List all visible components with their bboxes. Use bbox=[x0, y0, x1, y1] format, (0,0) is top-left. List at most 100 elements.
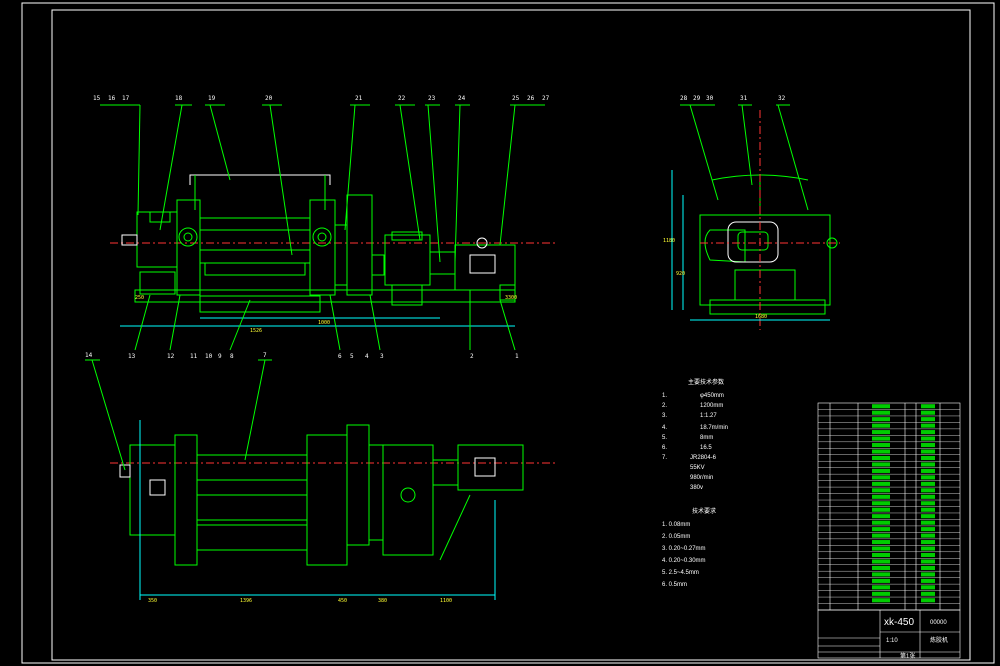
parts-name-cell bbox=[872, 417, 890, 422]
dim-label: 380 bbox=[378, 598, 387, 604]
callout-label: 6 bbox=[338, 353, 342, 360]
dim-label: 250 bbox=[135, 295, 144, 301]
reducer bbox=[384, 234, 431, 286]
requirement-item: 6. 0.5mm bbox=[662, 582, 687, 588]
callout-label: 10 bbox=[205, 353, 213, 360]
parts-material-cell bbox=[921, 591, 935, 596]
plan-left-motor bbox=[129, 444, 176, 536]
parts-name-cell bbox=[872, 462, 890, 467]
callout-label: 9 bbox=[218, 353, 222, 360]
callout-label: 23 bbox=[428, 95, 436, 102]
parts-material-cell bbox=[921, 417, 935, 422]
callout-label: 15 bbox=[93, 95, 101, 102]
parts-material-cell bbox=[921, 436, 935, 441]
parts-name-cell bbox=[872, 404, 890, 409]
parts-material-cell bbox=[921, 488, 935, 493]
spec-title: 主要技术参数 bbox=[688, 378, 724, 386]
callout-label: 29 bbox=[693, 95, 701, 102]
side-roll-bore bbox=[737, 231, 769, 251]
parts-name-cell bbox=[872, 455, 890, 461]
parts-name-cell bbox=[872, 546, 890, 551]
left-shaft-end bbox=[121, 234, 138, 246]
right-bearing-inner bbox=[317, 232, 327, 242]
side-lower-block bbox=[734, 269, 796, 301]
parts-material-cell bbox=[921, 404, 935, 409]
coupling bbox=[334, 224, 348, 286]
side-labels: 28 29 30 31 32 1180 920 1680 bbox=[663, 95, 786, 320]
base-plate bbox=[199, 295, 321, 313]
callout-label: 32 bbox=[778, 95, 786, 102]
parts-material-cell bbox=[921, 540, 935, 545]
parts-material-cell bbox=[921, 410, 935, 415]
plan-left-stand bbox=[174, 434, 198, 566]
parts-name-cell bbox=[872, 468, 890, 473]
parts-name-cell bbox=[872, 520, 890, 525]
callout-label: 25 bbox=[512, 95, 520, 102]
spec-key: 2. bbox=[662, 403, 667, 409]
parts-material-cell bbox=[921, 494, 935, 499]
plan-left-shaft bbox=[119, 464, 131, 478]
callout-label: 17 bbox=[122, 95, 130, 102]
plan-link bbox=[368, 444, 384, 541]
motor-lift-eye bbox=[476, 237, 488, 249]
drawing-scale: 1:10 bbox=[886, 638, 898, 644]
parts-name-cell bbox=[872, 443, 890, 448]
tray bbox=[204, 262, 306, 276]
callout-label: 26 bbox=[527, 95, 535, 102]
right-bearing bbox=[312, 227, 332, 247]
parts-material-cell bbox=[921, 520, 935, 525]
spec-list: 1.φ450mm 2.1200mm 3.1:1.27 4.18.7m/min 5… bbox=[662, 393, 728, 491]
requirement-item: 4. 0.20~0.30mm bbox=[662, 558, 706, 564]
spec-value: 1200mm bbox=[700, 403, 723, 409]
parts-material-cell bbox=[921, 462, 935, 467]
left-pedestal bbox=[139, 271, 176, 295]
outer-frame bbox=[21, 2, 995, 664]
parts-name-cell bbox=[872, 598, 890, 603]
callout-label: 3 bbox=[380, 353, 384, 360]
parts-name-cell bbox=[872, 430, 890, 435]
spec-value: 1:1.27 bbox=[700, 413, 717, 419]
callout-label: 24 bbox=[458, 95, 466, 102]
parts-material-cell bbox=[921, 514, 935, 519]
plan-roll-3 bbox=[196, 524, 308, 551]
spec-value: 16.5 bbox=[700, 445, 712, 451]
parts-name-cell bbox=[872, 559, 890, 564]
spec-key: 6. bbox=[662, 445, 667, 451]
callout-label: 16 bbox=[108, 95, 116, 102]
parts-name-cell bbox=[872, 507, 890, 512]
dim-label: 350 bbox=[148, 598, 157, 604]
callout-label: 7 bbox=[263, 352, 267, 359]
plan-view bbox=[85, 359, 555, 600]
motor-box bbox=[469, 254, 496, 274]
callout-label: 14 bbox=[85, 352, 93, 359]
plan-gear bbox=[346, 424, 370, 546]
parts-name-cell bbox=[872, 585, 890, 590]
drawing-code: 00000 bbox=[930, 620, 947, 626]
left-bearing bbox=[178, 227, 198, 247]
parts-name-cell bbox=[872, 552, 890, 558]
callout-label: 13 bbox=[128, 353, 136, 360]
parts-material-cell bbox=[921, 449, 935, 454]
front-roll bbox=[199, 217, 311, 264]
callout-label: 28 bbox=[680, 95, 688, 102]
spec-key: 5. bbox=[662, 435, 667, 441]
plan-roll-2 bbox=[196, 494, 308, 521]
plan-motor bbox=[457, 444, 524, 491]
side-frame bbox=[699, 214, 831, 306]
big-gear-guard bbox=[346, 194, 373, 296]
callout-label: 21 bbox=[355, 95, 363, 102]
dim-label: 1100 bbox=[440, 598, 452, 604]
requirement-item: 5. 2.5~4.5mm bbox=[662, 570, 699, 576]
dim-label: 1680 bbox=[755, 314, 767, 320]
spec-key: 1. bbox=[662, 393, 667, 399]
callout-label: 31 bbox=[740, 95, 748, 102]
spec-key: 3. bbox=[662, 413, 667, 419]
spec-value: 380v bbox=[690, 485, 703, 491]
callout-label: 4 bbox=[365, 353, 369, 360]
callout-label: 30 bbox=[706, 95, 714, 102]
parts-material-cell bbox=[921, 585, 935, 590]
parts-name-cell bbox=[872, 578, 890, 583]
spec-value: 55KV bbox=[690, 465, 705, 471]
left-motor-cap bbox=[149, 211, 171, 223]
parts-name-cell bbox=[872, 494, 890, 499]
